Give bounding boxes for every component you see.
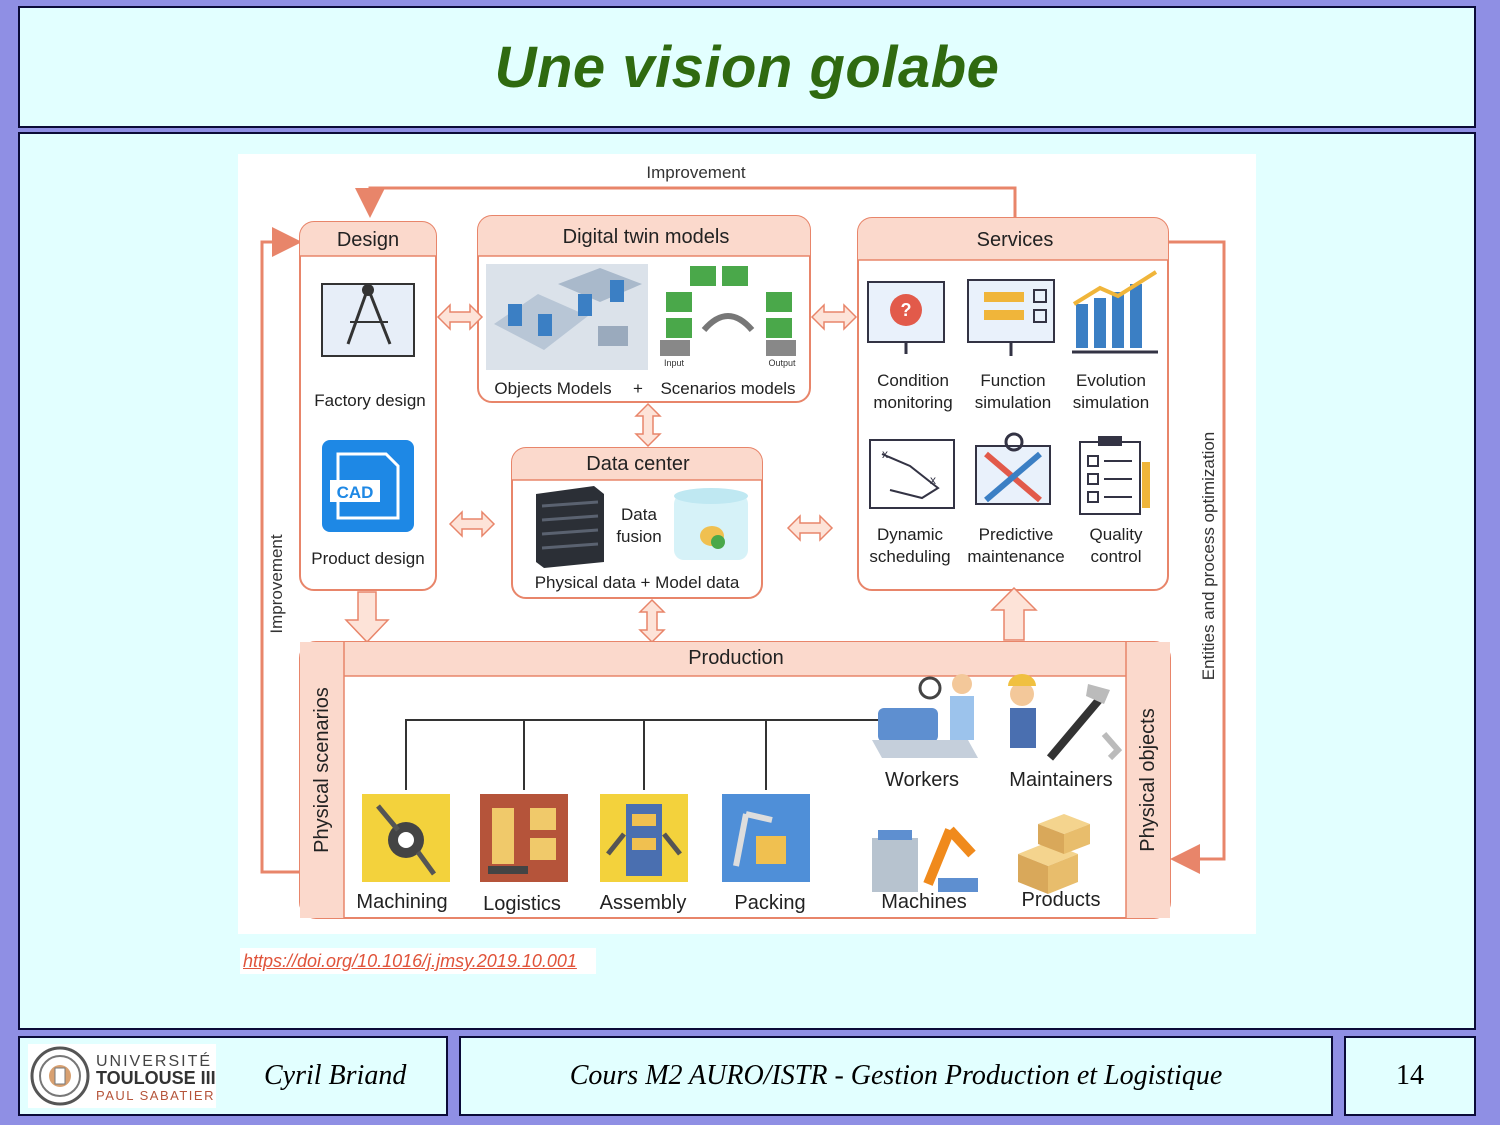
logo-line2: TOULOUSE III (96, 1068, 216, 1088)
flow-arrows (344, 586, 1038, 644)
object-products: Products (1022, 889, 1101, 911)
double-arrows (436, 303, 858, 644)
predictive-maintenance-icon (975, 432, 1051, 505)
physical-scenarios-label: Physical scenarios (311, 687, 333, 853)
services-box: Services ? (857, 217, 1169, 591)
logo-line1: UNIVERSITÉ (96, 1051, 212, 1070)
service-5-line2: maintenance (967, 547, 1064, 566)
service-2-line1: Function (980, 371, 1045, 390)
condition-monitoring-icon: ? (867, 281, 945, 354)
svg-text:x: x (882, 447, 888, 461)
compass-blueprint-icon (321, 283, 415, 357)
page-number: 14 (1396, 1060, 1424, 1091)
packing-icon (722, 794, 810, 882)
dynamic-scheduling-icon: x x (869, 439, 955, 509)
improvement-top-label: Improvement (646, 163, 745, 182)
plus-sign: + (633, 379, 643, 398)
digital-twin-diagram: Improvement Improvement Entities and pro… (260, 163, 1226, 919)
data-fusion-line1: Data (621, 505, 657, 524)
author-name: Cyril Briand (264, 1060, 407, 1091)
content-frame: Improvement Improvement Entities and pro… (18, 132, 1476, 1030)
assembly-icon (600, 794, 688, 882)
process-assembly: Assembly (600, 892, 687, 914)
cad-badge-text: CAD (337, 483, 374, 502)
service-4-line1: Dynamic (877, 525, 944, 544)
design-box: Design Factory design CAD Product design (299, 221, 437, 591)
workers-icon (872, 674, 978, 758)
footer-author-box: UNIVERSITÉ TOULOUSE III PAUL SABATIER Cy… (18, 1036, 448, 1116)
factory-design-label: Factory design (314, 391, 426, 410)
digital-twin-figure: Improvement Improvement Entities and pro… (238, 154, 1256, 934)
title-frame: Une vision golabe (18, 6, 1476, 128)
quality-control-icon (1079, 436, 1150, 515)
data-fusion-line2: fusion (616, 527, 661, 546)
process-tree-lines (405, 719, 878, 790)
object-workers: Workers (885, 769, 959, 791)
object-machines: Machines (881, 891, 967, 913)
process-packing: Packing (734, 892, 805, 914)
input-label: Input (664, 358, 685, 368)
university-seal-icon (30, 1046, 90, 1106)
service-1-line1: Condition (877, 371, 949, 390)
physical-objects-label: Physical objects (1137, 708, 1159, 851)
production-box: Production Physical scenarios Physical o… (299, 641, 1171, 919)
product-design-label: Product design (311, 549, 424, 568)
logistics-icon (480, 794, 568, 882)
design-title: Design (337, 229, 399, 251)
process-logistics: Logistics (483, 893, 561, 915)
footer-course-box: Cours M2 AURO/ISTR - Gestion Production … (459, 1036, 1333, 1116)
products-icon (1018, 814, 1090, 894)
footer-page-box: 14 (1344, 1036, 1476, 1116)
service-2-line2: simulation (975, 393, 1052, 412)
optimization-right-loop: Entities and process optimization (1168, 240, 1226, 874)
twin-models-title: Digital twin models (563, 226, 730, 248)
service-3-line2: simulation (1073, 393, 1150, 412)
university-logo: UNIVERSITÉ TOULOUSE III PAUL SABATIER (28, 1044, 216, 1108)
data-center-caption: Physical data + Model data (535, 573, 740, 592)
data-center-box: Data center Data fusion Physical data + … (511, 447, 763, 599)
service-6-line1: Quality (1090, 525, 1143, 544)
data-center-title: Data center (586, 453, 690, 475)
service-4-line2: scheduling (869, 547, 950, 566)
logo-line3: PAUL SABATIER (96, 1088, 215, 1103)
svg-text:x: x (930, 473, 936, 487)
improvement-left-loop: Improvement (260, 227, 302, 874)
digital-twin-models-box: Digital twin models (477, 215, 811, 403)
production-title: Production (688, 647, 784, 669)
improvement-left-label: Improvement (267, 534, 286, 633)
scenario-model-icon: Input Output (660, 266, 796, 368)
service-6-line2: control (1090, 547, 1141, 566)
factory-3d-model-icon (486, 264, 648, 370)
scenarios-models-label: Scenarios models (660, 379, 795, 398)
objects-models-label: Objects Models (494, 379, 611, 398)
machining-icon (362, 794, 450, 882)
doi-link[interactable]: https://doi.org/10.1016/j.jmsy.2019.10.0… (240, 948, 596, 974)
services-title: Services (977, 229, 1054, 251)
service-5-line1: Predictive (979, 525, 1054, 544)
object-maintainers: Maintainers (1009, 769, 1112, 791)
cad-file-icon: CAD (322, 440, 414, 532)
output-label: Output (768, 358, 796, 368)
course-title: Cours M2 AURO/ISTR - Gestion Production … (569, 1060, 1223, 1091)
entities-optimization-label: Entities and process optimization (1199, 432, 1218, 681)
service-3-line1: Evolution (1076, 371, 1146, 390)
svg-text:?: ? (901, 300, 912, 320)
maintainers-icon (1008, 674, 1123, 761)
slide-title: Une vision golabe (494, 34, 1000, 100)
improvement-top-loop: Improvement (355, 163, 1017, 219)
database-cylinder-icon (674, 488, 748, 560)
evolution-simulation-icon (1072, 270, 1158, 354)
machines-icon (872, 826, 978, 892)
process-machining: Machining (356, 891, 447, 913)
service-1-line2: monitoring (873, 393, 952, 412)
server-rack-icon (536, 486, 604, 568)
function-simulation-icon (967, 279, 1055, 356)
